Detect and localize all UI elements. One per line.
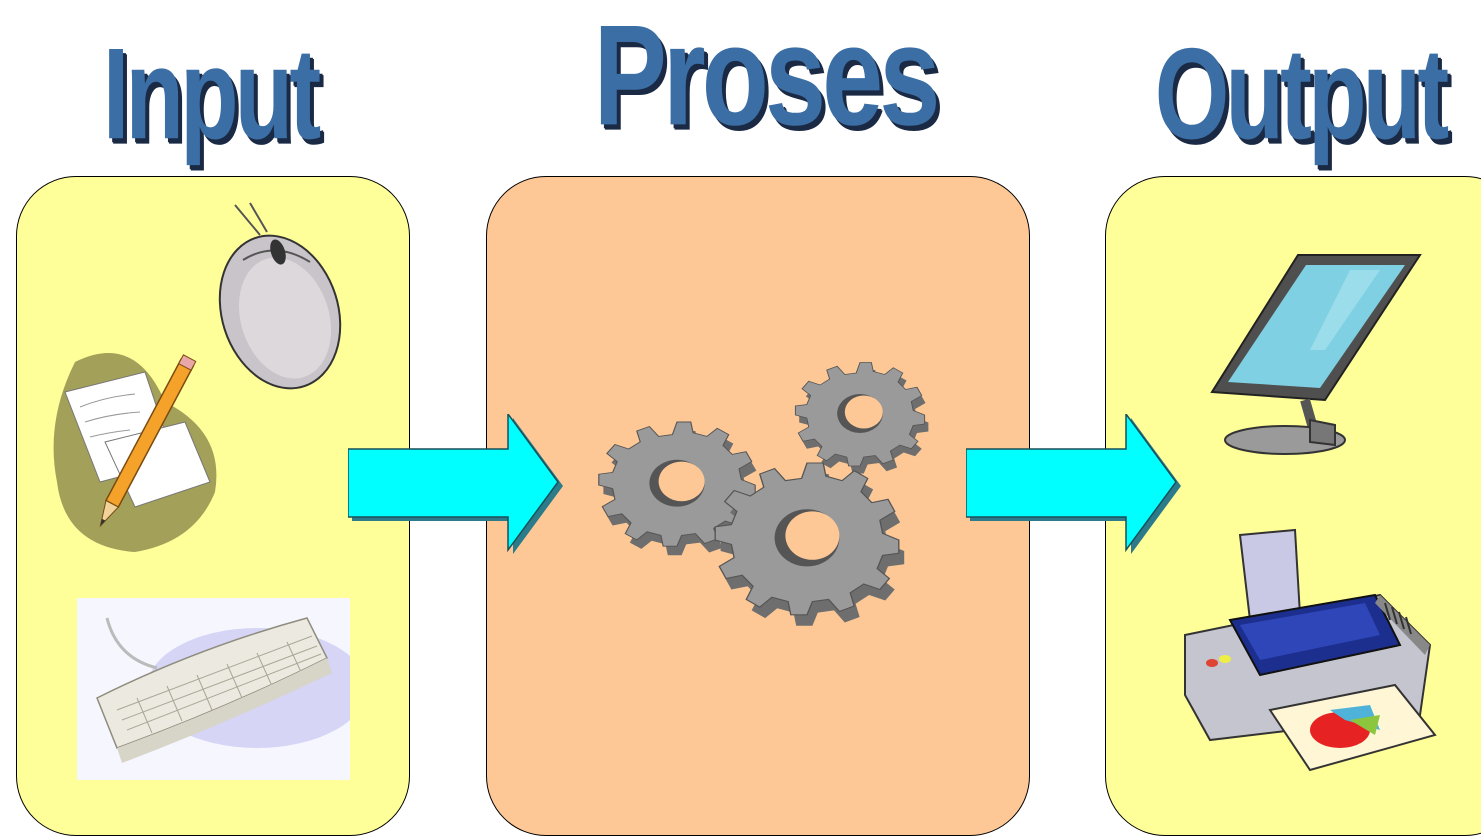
monitor-icon (1210, 250, 1425, 460)
mouse-icon (205, 200, 345, 390)
output-title: Output (1154, 22, 1450, 167)
arrow-proses-to-output (966, 414, 1186, 559)
gears-icon (592, 340, 942, 640)
keyboard-icon (77, 598, 350, 780)
proses-title: Proses (593, 0, 941, 155)
paper-pencil-icon (45, 342, 225, 557)
printer-icon (1180, 525, 1440, 780)
input-title: Input (102, 22, 322, 167)
arrow-input-to-proses (348, 414, 568, 559)
